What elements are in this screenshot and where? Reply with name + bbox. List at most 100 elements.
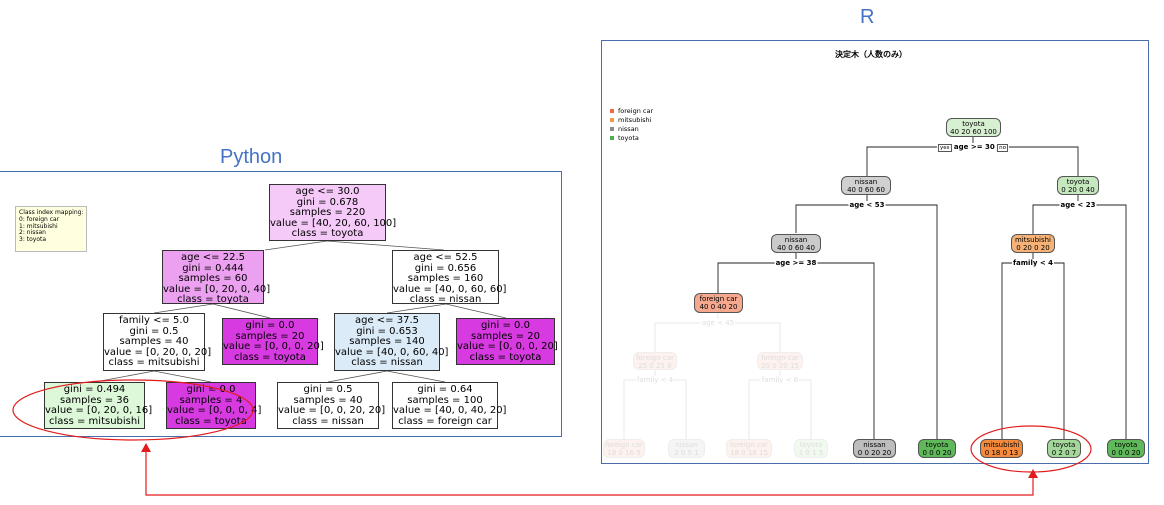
node-text: age <= 52.5	[413, 252, 478, 263]
node-text: value = [0, 0, 0, 20]	[457, 341, 558, 352]
legend-swatch	[610, 136, 614, 140]
node-text: class = nissan	[409, 294, 482, 305]
node-text: value = [0, 0, 0, 4]	[167, 405, 262, 416]
split-text: age >= 30	[953, 143, 995, 151]
node-text: samples = 20	[235, 330, 305, 342]
node-class: foreign car	[636, 354, 674, 362]
node-class: toyota	[1114, 441, 1138, 449]
node-text: gini = 0.653	[356, 325, 418, 337]
python-heading: Python	[220, 146, 283, 168]
node-text: gini = 0.494	[63, 384, 126, 395]
node-text: samples = 40	[293, 394, 363, 406]
node-text: gini = 0.678	[296, 196, 359, 208]
node-values: 40 0 60 40	[777, 244, 815, 252]
py-node-age-22-5: age <= 22.5 gini = 0.444 samples = 60 va…	[162, 250, 271, 305]
legend-item: mitsubishi	[610, 116, 653, 125]
node-class: foreign car	[699, 295, 738, 303]
class-index-legend: Class index mapping: 0: foreign car 1: m…	[15, 206, 87, 252]
r-tree-panel: 決定木（人数のみ） foreign car mitsubishi nissan …	[601, 40, 1149, 464]
legend-swatch	[610, 109, 614, 113]
node-values: 40 0 40 20	[699, 303, 738, 311]
node-class: nissan	[784, 236, 808, 244]
r-split-label: family < 6	[760, 376, 800, 384]
node-text: value = [0, 0, 0, 20]	[223, 341, 324, 352]
legend-label: toyota	[618, 134, 639, 142]
node-text: gini = 0.0	[481, 320, 530, 331]
node-text: value = [40, 0, 60, 60]	[393, 283, 507, 295]
py-node-root: age <= 30.0 gini = 0.678 samples = 220 v…	[269, 184, 397, 241]
py-node-leaf-mitsubishi: gini = 0.494 samples = 36 value = [0, 20…	[44, 382, 152, 429]
node-values: 18 0 16 15	[730, 449, 768, 457]
node-text: class = mitsubishi	[108, 357, 200, 368]
r-class-legend: foreign car mitsubishi nissan toyota	[610, 107, 653, 143]
node-text: gini = 0.5	[129, 325, 179, 337]
node-values: 0 0 0 20	[922, 449, 952, 457]
node-text: samples = 40	[119, 336, 189, 347]
node-text: class = toyota	[177, 294, 249, 305]
py-node-leaf-nissan: gini = 0.5 samples = 40 value = [0, 0, 2…	[277, 382, 385, 429]
node-text: class = toyota	[469, 351, 542, 363]
node-text: gini = 0.0	[245, 320, 295, 331]
node-class: toyota	[799, 441, 823, 449]
node-text: family <= 5.0	[119, 315, 189, 326]
node-text: class = foreign car	[398, 415, 492, 427]
node-class: foreign car	[730, 441, 768, 449]
yes-tag: yes	[937, 144, 952, 152]
node-class: nissan	[675, 441, 698, 449]
node-values: 2 0 5 1	[674, 449, 699, 457]
node-text: age <= 22.5	[180, 252, 245, 263]
arrow-head-left	[141, 443, 151, 452]
node-text: gini = 0.444	[182, 262, 244, 274]
legend-label: mitsubishi	[618, 116, 652, 124]
node-class: foreign car	[761, 354, 799, 362]
node-values: 18 0 16 5	[607, 449, 641, 457]
node-text: samples = 20	[470, 330, 541, 342]
node-values: 1 0 1 5	[798, 449, 824, 457]
node-text: age <= 30.0	[295, 186, 360, 197]
py-node-family-5-0: family <= 5.0 gini = 0.5 samples = 40 va…	[103, 313, 211, 371]
node-text: gini = 0.0	[186, 384, 236, 395]
arrow-head-right	[1028, 469, 1038, 478]
python-tree-edges	[94, 240, 507, 383]
r-split-label: age < 45	[700, 319, 736, 327]
node-values: 40 0 60 60	[847, 186, 885, 194]
node-text: class = nissan	[292, 415, 364, 427]
no-tag: no	[997, 144, 1009, 152]
node-values: 0 0 20 20	[857, 449, 892, 457]
node-class: mitsubishi	[1014, 236, 1051, 244]
legend-swatch	[610, 127, 614, 131]
legend-swatch	[610, 118, 614, 122]
node-text: class = mitsubishi	[48, 415, 140, 427]
python-tree-panel: Class index mapping: 0: foreign car 1: m…	[0, 171, 562, 437]
r-tree-edges	[623, 137, 1127, 439]
py-node-leaf-toyota-a: gini = 0.0 samples = 20 value = [0, 0, 0…	[222, 318, 324, 365]
node-text: value = [0, 20, 0, 40]	[163, 283, 271, 295]
node-values: 25 0 25 8	[638, 362, 672, 370]
legend-item: nissan	[610, 125, 653, 134]
node-values: 0 20 0 20	[1016, 244, 1050, 252]
node-text: value = [40, 0, 40, 20]	[393, 405, 507, 416]
r-split-label: family < 4	[1011, 259, 1055, 267]
node-text: samples = 60	[178, 273, 248, 284]
node-text: value = [40, 20, 60, 100]	[270, 217, 397, 229]
node-text: samples = 220	[289, 207, 366, 218]
node-class: toyota	[962, 120, 985, 128]
node-text: class = nissan	[351, 357, 423, 368]
legend-label: nissan	[618, 125, 639, 133]
legend-label: foreign car	[618, 107, 654, 115]
r-split-label: age < 23	[1059, 201, 1097, 209]
node-class: nissan	[863, 441, 886, 449]
legend-line: 0: foreign car	[19, 215, 60, 223]
node-class: toyota	[1052, 441, 1076, 449]
